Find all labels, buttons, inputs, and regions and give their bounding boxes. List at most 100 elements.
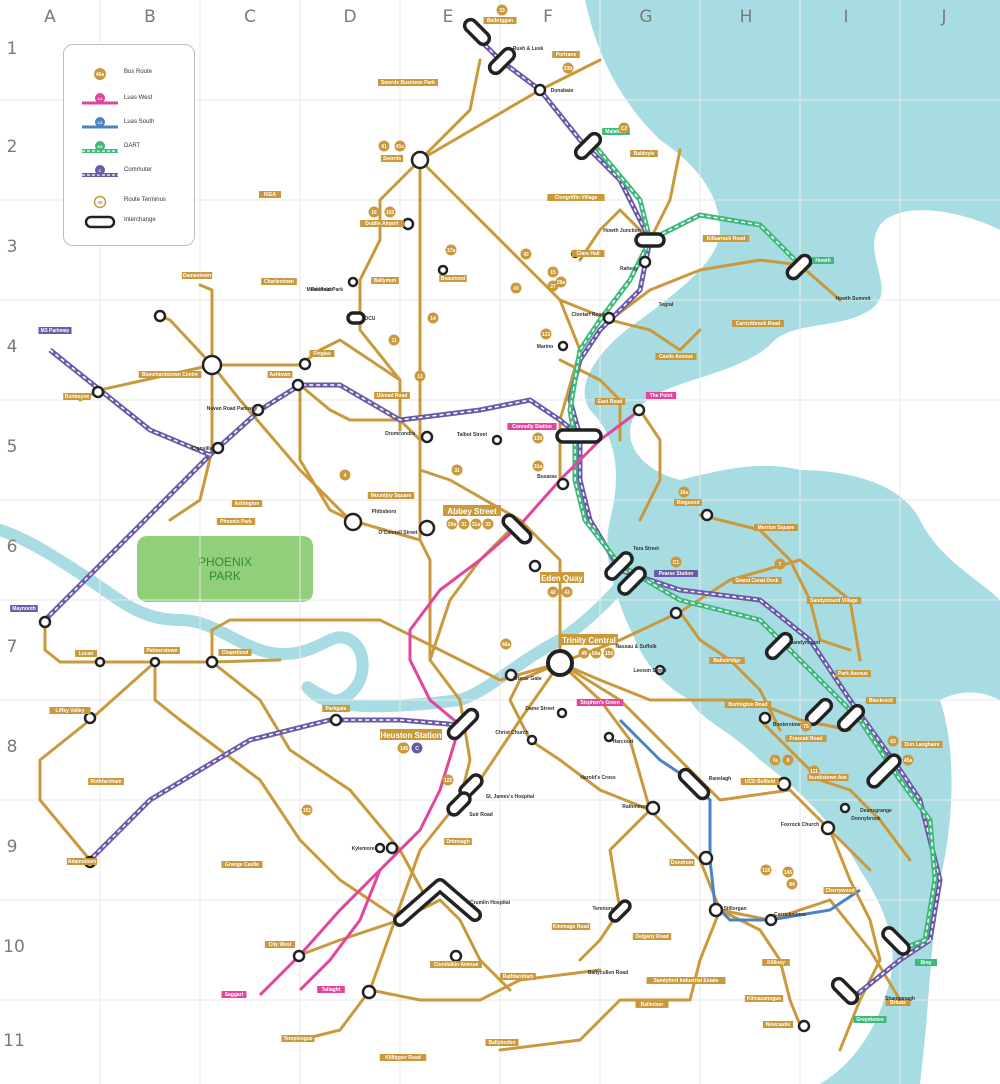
station-label-terenure[interactable]: Terenure	[592, 906, 613, 912]
station-label-marino[interactable]: Marino	[537, 344, 553, 350]
station-label-swords[interactable]: Swords	[380, 155, 404, 162]
station-label-sandyford[interactable]: Sandyford Industrial Estate	[646, 977, 726, 984]
route-badge-31a[interactable]: 31a	[532, 460, 544, 472]
station-label-clonsilla[interactable]: Clonsilla	[192, 446, 213, 452]
station-label-m3[interactable]: M3 Parkway	[38, 327, 72, 334]
station-label-deansgrange[interactable]: Deansgrange	[860, 808, 892, 814]
station-label-kimmage[interactable]: Kimmage Road	[551, 923, 591, 930]
major-route-badge-54a[interactable]: 54a	[590, 647, 602, 659]
station-label-donnybrook[interactable]: Donnybrook	[851, 816, 881, 822]
station-label-eastroad[interactable]: East Road	[594, 398, 626, 405]
station-label-tallaght[interactable]: Tallaght	[317, 986, 345, 993]
station-label-portrane[interactable]: Portrane	[552, 51, 580, 58]
station-label-busaras[interactable]: Busaras	[537, 474, 557, 480]
route-badge-41[interactable]: 41	[378, 140, 390, 152]
station-label-drimnagh[interactable]: Drimnagh	[444, 838, 472, 845]
station-label-clondalkin[interactable]: Clondalkin Avenue	[430, 961, 482, 968]
route-badge-84[interactable]: 84	[786, 878, 798, 890]
abbey-street-label[interactable]: Abbey Street	[443, 505, 501, 516]
route-badge-8[interactable]: 8	[782, 754, 794, 766]
route-badge-42[interactable]: 42	[520, 248, 532, 260]
station-label-howth[interactable]: Howth	[812, 257, 834, 264]
station-label-dunboyne[interactable]: Dunboyne	[63, 393, 91, 400]
station-label-haroldscross[interactable]: Harold's Cross	[580, 775, 616, 781]
station-label-navanrd[interactable]: Navan Road Parkway	[207, 406, 258, 412]
station-label-blackrock[interactable]: Blackrock	[865, 697, 897, 704]
station-label-drumcondra[interactable]: Drumcondra	[385, 431, 415, 437]
station-label-malahide[interactable]: Malahide	[602, 128, 630, 135]
station-label-arborgate[interactable]: Arbour Gate	[512, 676, 541, 682]
route-badge-14[interactable]: 14	[427, 312, 439, 324]
route-badge-16a[interactable]: 16a	[678, 486, 690, 498]
station-label-harcourt[interactable]: Harcourt	[613, 739, 634, 745]
station-label-thepoint[interactable]: The Point	[645, 392, 677, 399]
station-label-baldoyle[interactable]: Baldoyle	[630, 150, 658, 157]
route-badge-102[interactable]: 102	[384, 206, 396, 218]
station-label-kilmacanogue[interactable]: Kilmacanogue	[744, 995, 784, 1002]
route-badge-63[interactable]: 63	[887, 735, 899, 747]
station-label-liffeyvalley[interactable]: Liffey Valley	[49, 707, 91, 714]
station-label-ashtown[interactable]: Ashtown	[267, 371, 293, 378]
station-label-clarehall[interactable]: Clare Hall	[571, 250, 605, 257]
station-label-kylemore[interactable]: Kylemore	[352, 846, 375, 852]
route-badge-33b[interactable]: 33b	[562, 62, 574, 74]
station-label-christchurch[interactable]: Christ Church	[495, 730, 528, 736]
route-badge-16[interactable]: 16	[368, 206, 380, 218]
station-label-cityblvd[interactable]: City West	[264, 941, 296, 948]
station-label-grangecastle[interactable]: Grange Castle	[221, 861, 263, 868]
station-label-stillorgan[interactable]: Stillorgan	[723, 906, 746, 912]
station-label-sandymount[interactable]: Sandymount	[790, 640, 821, 646]
station-label-ulvoad[interactable]: Ulvoad Road	[374, 392, 410, 399]
route-badge-4[interactable]: 4	[339, 469, 351, 481]
major-route-badge-31a[interactable]: 31a	[470, 518, 482, 530]
station-label-dublinairport[interactable]: Dublin Airport	[360, 220, 404, 227]
station-label-redfield[interactable]: Redfield Park	[311, 287, 343, 293]
station-label-stjames[interactable]: St. James's Hospital	[486, 794, 535, 800]
route-badge-45a[interactable]: 45a	[902, 754, 914, 766]
route-badge-11[interactable]: 11	[388, 334, 400, 346]
major-route-badge-C[interactable]: C	[411, 742, 423, 754]
station-label-castleave[interactable]: Castle Avenue	[655, 353, 697, 360]
station-label-parkave[interactable]: Park Avenue	[835, 670, 871, 677]
station-label-ballyboden[interactable]: Ballyboden	[485, 1039, 519, 1046]
station-label-sandymount_v[interactable]: Sandymount Village	[806, 597, 862, 604]
station-label-carrickmines[interactable]: Carrickmines	[774, 912, 806, 918]
station-label-merrion[interactable]: Merrion Square	[754, 524, 798, 531]
route-badge-33[interactable]: 33	[496, 4, 508, 16]
station-label-ranelagh[interactable]: Ranelagh	[709, 776, 732, 782]
station-label-booterstown[interactable]: Booterstown	[773, 722, 804, 728]
route-badge-122[interactable]: 122	[442, 774, 454, 786]
route-badge-C1[interactable]: C1	[670, 556, 682, 568]
station-label-dunlaoghaire[interactable]: Dun Laoghaire	[901, 741, 943, 748]
route-badge-17a[interactable]: 17a	[445, 244, 457, 256]
station-label-templeogue[interactable]: Templeogue	[281, 1035, 315, 1042]
station-label-tegral[interactable]: Tegral	[659, 302, 674, 308]
route-badge-123[interactable]: 123	[540, 328, 552, 340]
station-label-ikea[interactable]: IKEA	[259, 191, 281, 198]
station-label-oconnell[interactable]: O'Connell Street	[379, 530, 418, 536]
route-badge-7[interactable]: 7	[774, 558, 786, 570]
route-badge-46a[interactable]: 46a	[500, 638, 512, 650]
station-label-damastown[interactable]: Damastown	[181, 272, 213, 279]
route-badge-29a[interactable]: 29a	[555, 276, 567, 288]
station-label-greystones[interactable]: Greystones	[853, 1016, 887, 1023]
station-label-ashington[interactable]: Ashington	[231, 500, 263, 507]
major-route-badge-49[interactable]: 49	[578, 647, 590, 659]
station-label-ucd[interactable]: UCD Belfield	[740, 778, 780, 785]
station-label-ballymun[interactable]: Ballymun	[371, 277, 399, 284]
station-label-talbot[interactable]: Talbot Street	[457, 432, 488, 438]
station-label-finglas[interactable]: Finglas	[309, 350, 335, 357]
station-label-suir[interactable]: Suir Road	[469, 812, 493, 818]
station-label-chapelizod[interactable]: Chapelizod	[218, 649, 252, 656]
major-route-badge-42[interactable]: 42	[547, 586, 559, 598]
station-label-grandcanal[interactable]: Grand Canal Dock	[732, 577, 782, 584]
station-label-palmerstown[interactable]: Palmerstown	[144, 647, 180, 654]
heuston-station-label[interactable]: Heuston Station	[380, 729, 442, 740]
station-label-rushlusk[interactable]: Rush & Lusk	[513, 46, 544, 52]
station-label-tarast[interactable]: Tara Street	[633, 546, 659, 552]
station-label-rothfarnham[interactable]: Rothfarnham	[88, 778, 124, 785]
route-badge-43[interactable]: 43	[510, 282, 522, 294]
major-route-badge-29a[interactable]: 29a	[446, 518, 458, 530]
trinity-central-label[interactable]: Trinity Central	[560, 634, 618, 645]
station-label-phibsboro[interactable]: Phibsboro	[372, 509, 397, 515]
